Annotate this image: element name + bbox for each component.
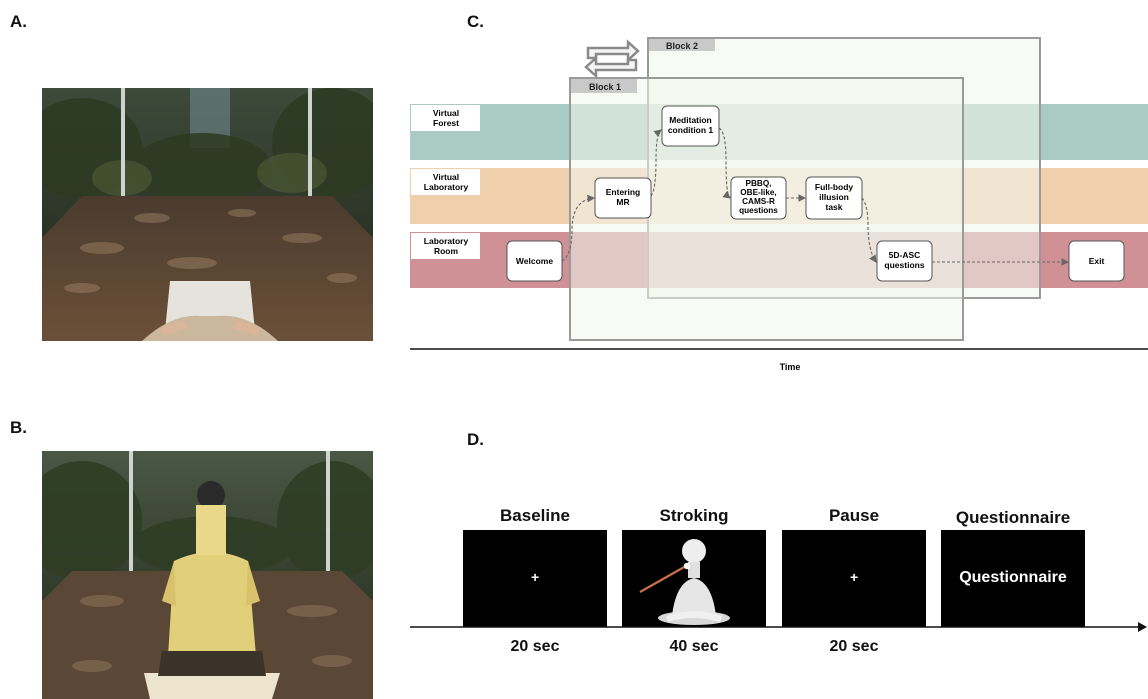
sequence-timeline-axis (410, 622, 1147, 632)
meditating-figure-image (639, 539, 730, 625)
stroking-frame (622, 530, 766, 627)
block-2-tab (649, 39, 715, 51)
duration-pause: 20 sec (829, 638, 879, 655)
lane-label-box-laboratory (411, 169, 480, 195)
duration-baseline: 20 sec (510, 638, 560, 655)
lane-label-box-forest (411, 105, 480, 131)
time-label: Time (780, 362, 801, 372)
node-exit: Exit (1068, 240, 1125, 282)
block-2-label: Block 2 (666, 41, 698, 51)
vr-forest-first-person-image (42, 88, 373, 341)
block-1-tab (571, 79, 637, 93)
fixation-cross: + (850, 569, 859, 585)
seq-title-baseline: Baseline (500, 506, 570, 525)
repeat-icon (584, 39, 640, 79)
seq-title-stroking: Stroking (659, 506, 729, 525)
questionnaire-screen-text: Questionnaire (959, 569, 1067, 586)
panel-label-c: C. (467, 12, 484, 31)
panel-label-d: D. (467, 430, 484, 449)
vr-forest-third-person-image (42, 451, 373, 699)
connector-entering-meditation (650, 129, 662, 197)
connector-meditation-pbbq (718, 127, 731, 199)
node-welcome: Welcome (506, 240, 563, 282)
fixation-cross: + (531, 569, 540, 585)
panel-label-b: B. (10, 418, 27, 437)
seq-title-questionnaire: Questionnaire (955, 508, 1071, 527)
baseline-frame: + (463, 530, 607, 627)
block-1-label: Block 1 (589, 82, 621, 92)
connector-fullbody-asc (861, 197, 877, 263)
lane-label-box-room (411, 233, 480, 259)
panel-label-a: A. (10, 12, 27, 31)
seq-title-pause: Pause (828, 506, 880, 525)
questionnaire-frame: Questionnaire (941, 530, 1085, 627)
svg-text:Welcome: Welcome (516, 256, 553, 266)
svg-text:Exit: Exit (1089, 256, 1105, 266)
pause-frame: + (782, 530, 926, 627)
duration-stroking: 40 sec (669, 638, 719, 655)
connector-welcome-entering (561, 194, 596, 262)
